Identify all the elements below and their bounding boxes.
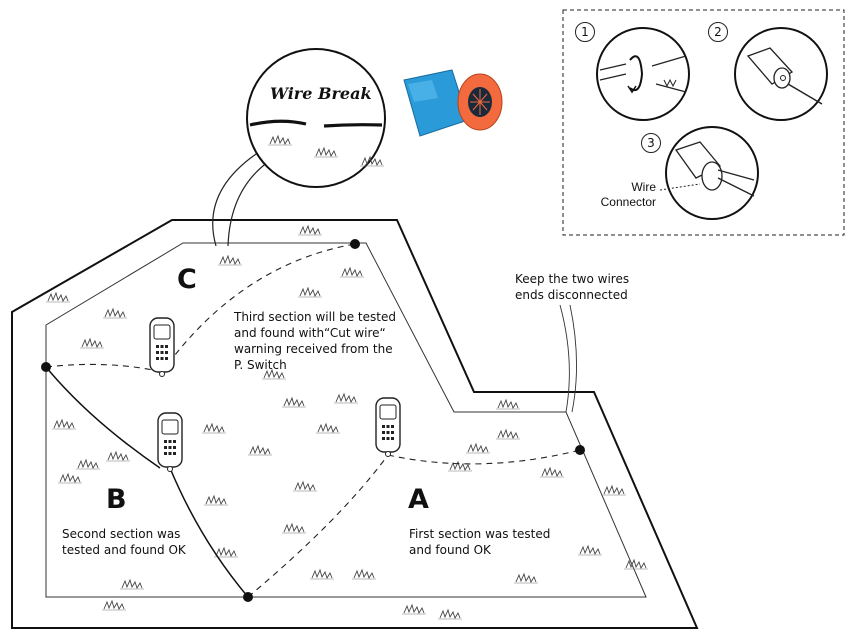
section-b-line-1: Second section was: [62, 527, 181, 541]
wire-break-title: Wire Break: [270, 84, 372, 103]
section-a-line-2: and found OK: [409, 543, 491, 557]
wire-ends-note: Keep the two wires ends disconnected: [515, 271, 629, 303]
solid-wires: [45, 366, 249, 598]
lawn-outer-boundary: [11, 219, 699, 629]
wire-connector-label: Wire Connector: [580, 180, 656, 210]
wire-junctions: [41, 239, 585, 602]
inset-step-3-illustration: [659, 126, 759, 220]
section-b-letter: B: [106, 484, 127, 515]
section-c-line-4: P. Switch: [234, 358, 287, 372]
inset-step-1-number: 1: [575, 22, 595, 42]
p-switch-section-b: [157, 412, 183, 473]
section-a-line-1: First section was tested: [409, 527, 551, 541]
section-a-note: First section was tested and found OK: [409, 526, 550, 558]
inset-step-3-number: 3: [641, 133, 661, 153]
section-c-line-2: and found with“Cut wire“: [234, 326, 386, 340]
wire-connector-picture: [403, 69, 503, 137]
section-b-line-2: tested and found OK: [62, 543, 186, 557]
connector-instructions-inset: [562, 9, 845, 236]
p-switch-section-c: [149, 317, 175, 378]
inset-step-2-number: 2: [708, 22, 728, 42]
inset-step-2-illustration: [734, 27, 828, 121]
section-c-line-3: warning received from the: [234, 342, 393, 356]
section-a-letter: A: [408, 484, 429, 515]
section-c-letter: C: [177, 264, 197, 295]
wire-break-magnifier: [212, 48, 386, 247]
section-c-note: Third section will be tested and found w…: [234, 309, 396, 373]
wire-connector-label-line-2: Connector: [600, 195, 656, 209]
section-b-note: Second section was tested and found OK: [62, 526, 186, 558]
p-switch-section-a: [375, 397, 401, 458]
wire-ends-line-2: ends disconnected: [515, 288, 628, 302]
inset-step-1-illustration: [596, 27, 690, 121]
wire-ends-line-1: Keep the two wires: [515, 272, 630, 286]
wire-ends-leader: [559, 304, 577, 413]
wire-connector-label-line-1: Wire: [631, 180, 656, 194]
dashed-wires: [45, 243, 581, 598]
section-c-line-1: Third section will be tested: [234, 310, 396, 324]
